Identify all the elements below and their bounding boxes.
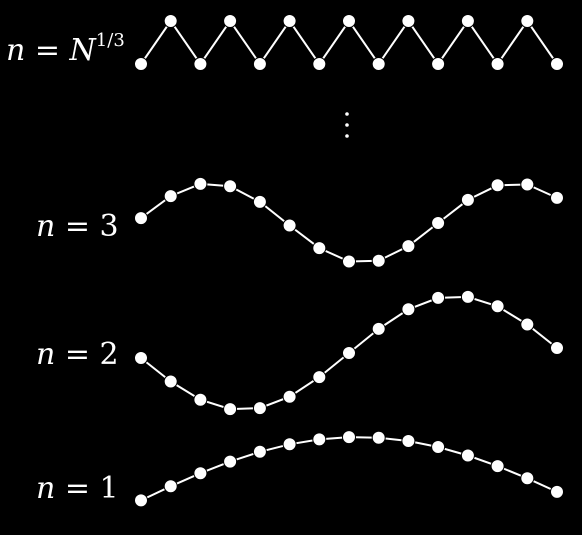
ellipsis-dot — [345, 112, 349, 116]
chain-node — [312, 370, 327, 385]
chain-node — [193, 466, 208, 481]
chain-node — [282, 437, 297, 452]
chain-node — [193, 176, 208, 191]
chain-n3 — [134, 176, 564, 269]
chain-node — [252, 401, 267, 416]
chain-node — [134, 57, 148, 71]
chain-node — [371, 253, 386, 268]
chain-node — [223, 14, 238, 28]
chain-node — [134, 211, 148, 226]
chain-node — [401, 302, 416, 317]
chain-node — [163, 14, 178, 28]
chain-bond-line — [140, 182, 558, 263]
chain-node — [342, 14, 356, 28]
chain-node — [401, 434, 416, 448]
chain-node — [163, 189, 178, 204]
chain-node — [312, 241, 327, 256]
chain-node — [490, 459, 505, 474]
chain-node — [252, 194, 267, 209]
chain-node — [252, 444, 267, 459]
chain-node — [520, 14, 535, 28]
chain-node — [490, 299, 505, 314]
chain-node — [371, 321, 386, 336]
chain-node — [520, 317, 535, 332]
label-mode-3: n = 3 — [36, 209, 119, 244]
chain-node — [252, 57, 267, 71]
chain-node — [371, 57, 386, 71]
chain-node — [520, 471, 535, 486]
label-mode-1: n = 1 — [36, 471, 119, 506]
label-mode-2: n = 2 — [36, 337, 119, 372]
chain-n1 — [134, 430, 564, 508]
chain-node — [193, 392, 208, 407]
chain-node — [163, 374, 178, 389]
chain-node — [490, 57, 505, 71]
chain-node — [223, 179, 238, 194]
chain-node — [401, 14, 416, 28]
chain-node — [490, 178, 505, 193]
chain-node — [550, 57, 564, 71]
chain-node — [401, 239, 416, 254]
chain-node — [223, 402, 238, 417]
chain-node — [134, 351, 148, 365]
chain-node — [342, 346, 356, 360]
chain-n2 — [134, 289, 564, 417]
chain-node — [431, 57, 446, 71]
label-mode-top: n = N1/3 — [6, 30, 125, 68]
chain-node — [282, 389, 297, 404]
chain-node — [342, 254, 356, 269]
chain-node — [520, 177, 535, 192]
chain-node — [312, 432, 327, 447]
chain-n-top — [134, 14, 564, 71]
chain-node — [460, 192, 475, 207]
chain-node — [282, 218, 297, 233]
chain-node — [460, 289, 475, 304]
chain-node — [342, 430, 356, 445]
chain-node — [550, 341, 564, 355]
chain-node — [312, 57, 327, 71]
chain-node — [431, 440, 446, 454]
chain-node — [223, 454, 238, 469]
ellipsis-dot — [345, 123, 349, 127]
chain-node — [163, 479, 178, 494]
chain-node — [193, 57, 208, 71]
chain-node — [460, 14, 475, 28]
chain-node — [134, 493, 148, 508]
chain-node — [550, 484, 564, 499]
chain-node — [431, 216, 446, 230]
chain-node — [282, 14, 297, 28]
chain-node — [460, 448, 475, 463]
ellipsis-dot — [345, 134, 349, 138]
chain-node — [550, 190, 564, 205]
chain-node — [431, 290, 446, 305]
vertical-ellipsis-icon — [345, 112, 349, 138]
chain-node — [371, 430, 386, 445]
